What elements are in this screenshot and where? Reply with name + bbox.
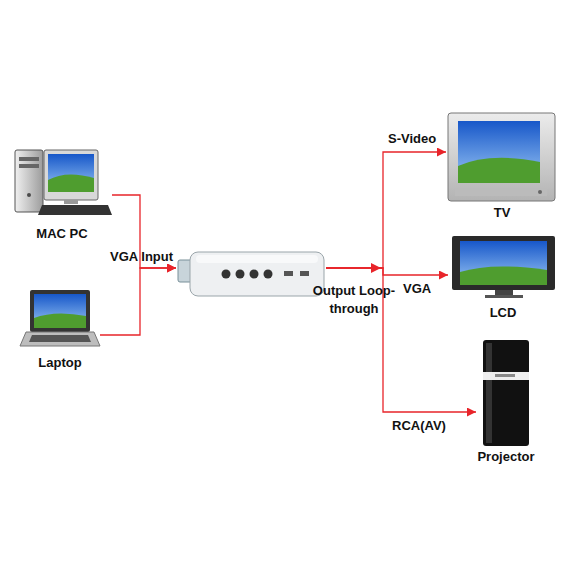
signal-label: RCA(AV) — [392, 418, 446, 433]
converter-box-part — [284, 271, 293, 276]
desktop-computer-part — [48, 174, 94, 192]
projector-device-part — [495, 374, 515, 377]
signal-label: VGA Input — [110, 249, 173, 264]
device-label: MAC PC — [36, 226, 87, 241]
laptop-computer-part — [20, 332, 100, 346]
lcd-monitor-part — [460, 266, 547, 285]
crt-television-part — [538, 190, 542, 194]
laptop-computer — [20, 290, 100, 346]
lcd-monitor-part — [485, 295, 523, 298]
converter-node: Output Loop-through — [176, 248, 326, 300]
converter-box-part — [250, 270, 259, 279]
desktop-computer-part — [48, 154, 94, 192]
signal-label: VGA — [403, 281, 431, 296]
desktop-computer-part — [27, 193, 31, 197]
laptop-computer-part — [34, 313, 86, 328]
device-node: Projector — [476, 336, 536, 464]
device-node: Laptop — [20, 286, 100, 370]
signal-label: S-Video — [388, 131, 436, 146]
lcd-monitor — [452, 236, 555, 298]
device-node: TV — [446, 110, 558, 220]
laptop-computer-part — [34, 294, 86, 328]
projector-device-part — [483, 340, 529, 446]
projector-device-part — [486, 343, 492, 443]
device-label: LCD — [490, 305, 517, 320]
output-arrow — [371, 263, 381, 273]
crt-television-part — [455, 188, 547, 196]
desktop-computer — [15, 150, 112, 215]
lcd-monitor-part — [460, 241, 547, 285]
signal-line — [326, 152, 446, 268]
output-arrow-part — [371, 263, 381, 273]
desktop-computer-part — [19, 157, 39, 161]
device-label: Laptop — [38, 355, 81, 370]
crt-television-part — [458, 121, 540, 183]
projector-device — [483, 340, 529, 446]
converter-box-part — [222, 270, 231, 279]
desktop-computer-part — [38, 205, 112, 215]
device-label: TV — [494, 205, 511, 220]
device-node: LCD — [448, 232, 558, 320]
device-label: Projector — [477, 449, 534, 464]
lcd-monitor-part — [495, 290, 513, 295]
signal-line — [326, 268, 448, 275]
converter-box-part — [264, 270, 273, 279]
converter-box — [178, 252, 324, 296]
lcd-monitor-part — [452, 236, 555, 290]
crt-television-part — [448, 113, 555, 201]
desktop-computer-part — [44, 150, 98, 200]
desktop-computer-part — [64, 200, 78, 204]
laptop-computer-part — [29, 335, 91, 342]
crt-television — [448, 113, 555, 201]
desktop-computer-part — [19, 164, 39, 168]
crt-television-part — [458, 158, 540, 183]
device-node: MAC PC — [12, 145, 112, 241]
device-label: Output Loop-through — [304, 282, 404, 318]
signal-line — [100, 268, 176, 335]
projector-device-part — [483, 372, 529, 380]
converter-box-part — [190, 252, 324, 296]
converter-box-part — [236, 270, 245, 279]
desktop-computer-part — [15, 150, 43, 212]
converter-box-part — [196, 255, 318, 263]
converter-box-part — [300, 271, 309, 276]
laptop-computer-part — [30, 290, 90, 332]
